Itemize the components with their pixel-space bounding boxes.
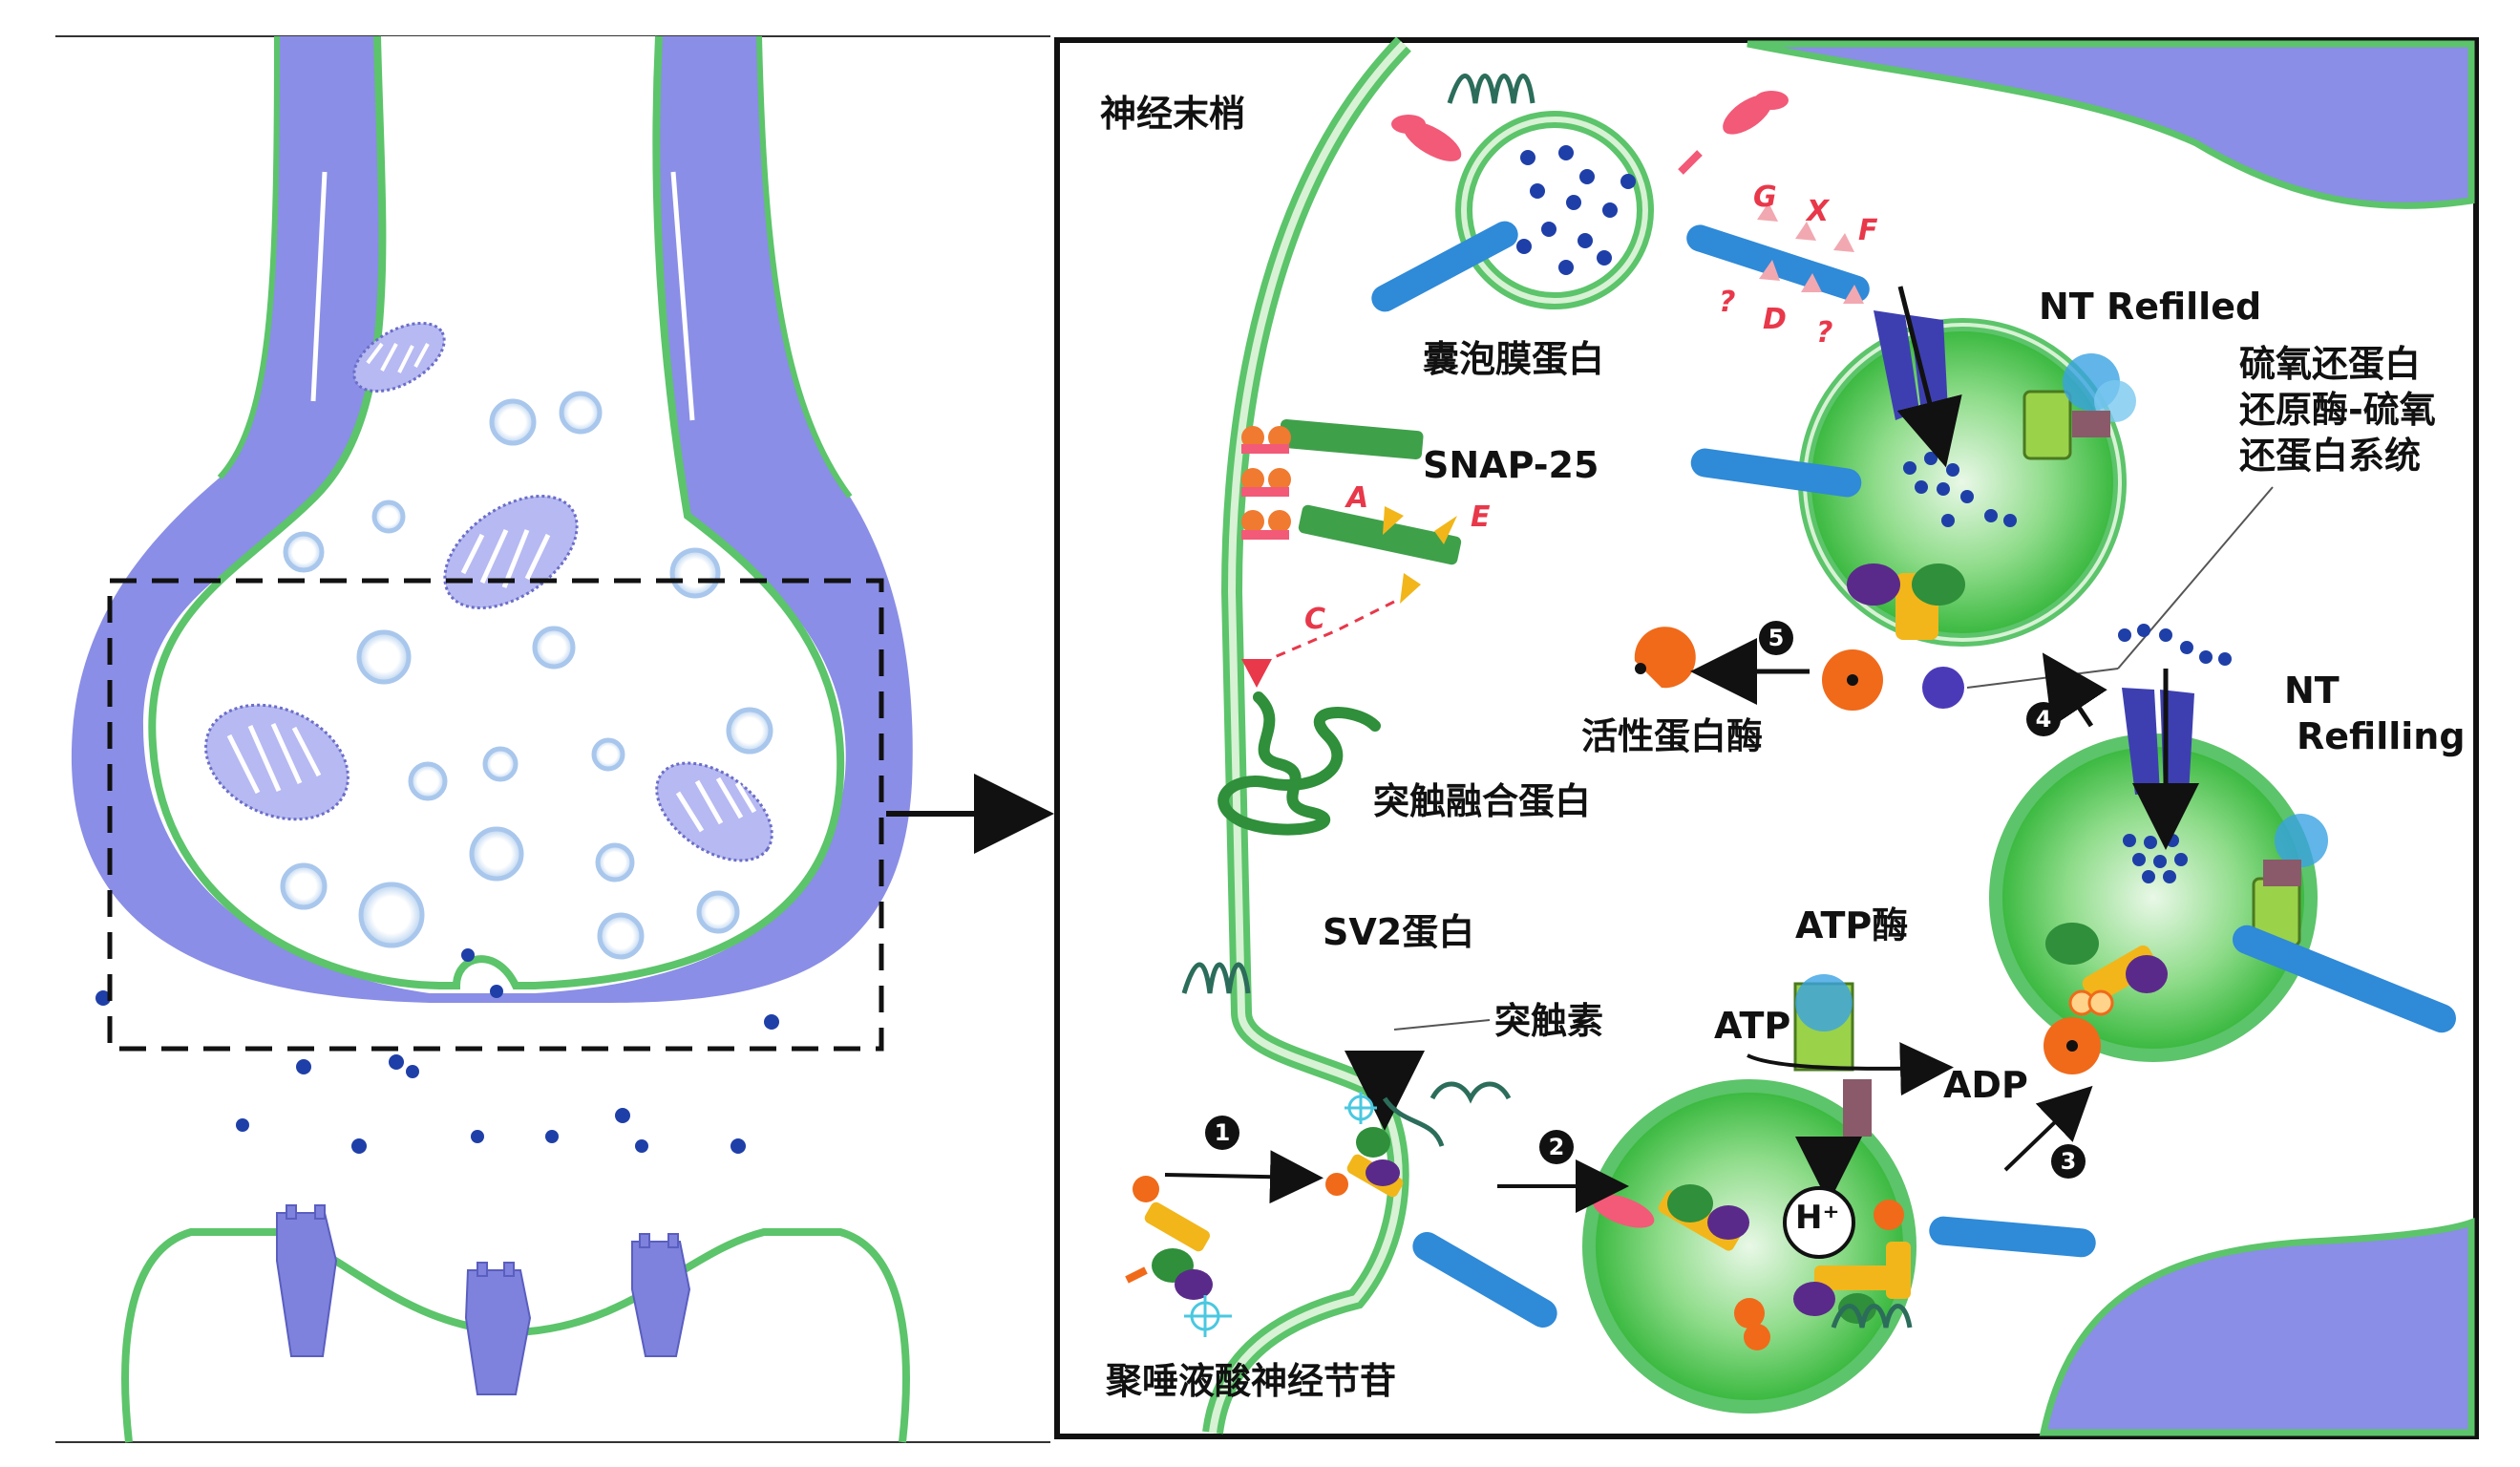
thioredoxin-label-2: 还原酶-硫氧 [2239, 389, 2436, 431]
sv2-protein [1447, 74, 1535, 104]
vesicle-membrane-protein-label: 囊泡膜蛋白 [1423, 338, 1605, 380]
left-panel [55, 35, 1054, 1443]
nt-refilling-label-1: NT [2284, 670, 2340, 712]
mitochondrion [204, 703, 349, 821]
step-3-marker: 3 [2051, 1144, 2086, 1179]
serotype-d-label: D [1763, 303, 1787, 336]
thioredoxin-label-1: 硫氧还蛋白 [2239, 343, 2422, 385]
axon-highlight-right [670, 171, 695, 421]
sv2-protein-left [1181, 962, 1251, 994]
vamp-protein-cleaved [1686, 224, 1870, 303]
vamp-protein-endocytic-2 [1929, 1216, 2096, 1258]
right-panel [1054, 36, 2479, 1439]
serotype-f-label: F [1858, 214, 1878, 247]
endocytic-vesicle [1582, 974, 1916, 1414]
syntaxin-label: 突触融合蛋白 [1373, 780, 1592, 822]
step-2-marker: 2 [1539, 1130, 1574, 1164]
mitochondrion [655, 761, 773, 862]
serotype-a-label: A [1346, 481, 1369, 515]
serotype-unknown-label-1: ? [1719, 286, 1736, 319]
vamp-protein-refilling [2233, 925, 2456, 1033]
light-chain-core [1847, 674, 1858, 686]
atp-label: ATP [1714, 1005, 1791, 1047]
cleavage-markers-vamp [1757, 202, 1864, 304]
zoom-region-box [107, 578, 884, 1052]
syntaxin-protein [1218, 659, 1381, 836]
serotype-unknown-label-2: ? [1816, 316, 1833, 350]
toxin-heavy-chain [1391, 91, 1789, 175]
step4-arrow [2042, 652, 2107, 728]
docked-vesicle [1455, 111, 1654, 309]
serotype-e-label: E [1471, 500, 1491, 534]
nt-inflow-arrow [1896, 286, 1962, 468]
nt-refilled-label: NT Refilled [2039, 286, 2262, 328]
proton-circle [1783, 1186, 1855, 1259]
nerve-terminal-membrane-inner [1209, 41, 1407, 1434]
thioredoxin-label-3: 还蛋白系统 [2239, 435, 2422, 477]
synaptotagmin-pointer [1393, 1019, 1491, 1031]
presynaptic-membrane-outer [217, 35, 280, 480]
step3-arrow [2003, 1085, 2093, 1172]
synaptotagmin-label: 突触素 [1494, 1000, 1604, 1042]
adjacent-cell-top [1747, 40, 2475, 209]
active-protease-label: 活性蛋白酶 [1581, 715, 1764, 757]
axon-highlight-left [310, 171, 328, 402]
postsynaptic-receptors [276, 1204, 691, 1395]
serotype-x-label: X [1807, 195, 1830, 228]
snap25-label: SNAP-25 [1423, 444, 1599, 486]
synaptic-vesicles [280, 391, 773, 960]
thioredoxin-system [2022, 353, 2136, 460]
step1-arrow [1164, 1150, 1324, 1204]
step-5-marker: 5 [1759, 621, 1793, 655]
vamp-protein [1371, 221, 1518, 312]
axon-terminal-wall [71, 36, 913, 1003]
proton-label: H⁺ [1795, 1199, 1840, 1237]
mitochondrion [352, 321, 446, 393]
thioredoxin-pointer [2117, 486, 2274, 670]
atpase-label: ATP酶 [1795, 904, 1909, 946]
presynaptic-membrane-outer-right [756, 35, 853, 499]
vamp-protein-vesicle [1690, 448, 1862, 498]
snap25-complex [1241, 419, 1462, 661]
adp-label: ADP [1943, 1064, 2028, 1106]
nt-refilling-label-2: Refilling [2297, 715, 2466, 757]
step-1-marker: 1 [1205, 1116, 1239, 1150]
atp-to-adp-arrow [1747, 1042, 1954, 1096]
refilling-vesicle [1989, 624, 2328, 1074]
active-protease [1634, 627, 1696, 689]
adjacent-cell-bottom [2039, 1218, 2475, 1436]
vamp-protein-endocytic [1412, 1232, 1557, 1328]
serotype-c-label: C [1304, 603, 1326, 636]
sv2-label: SV2蛋白 [1323, 911, 1475, 953]
toxin-binding-complex [1125, 1051, 1512, 1337]
released-neurotransmitters [95, 948, 779, 1154]
serotype-g-label: G [1753, 181, 1777, 214]
step-4-marker: 4 [2026, 702, 2061, 736]
nerve-terminal-label: 神经末梢 [1100, 93, 1246, 135]
ganglioside-label: 聚唾液酸神经节苷 [1106, 1360, 1397, 1402]
